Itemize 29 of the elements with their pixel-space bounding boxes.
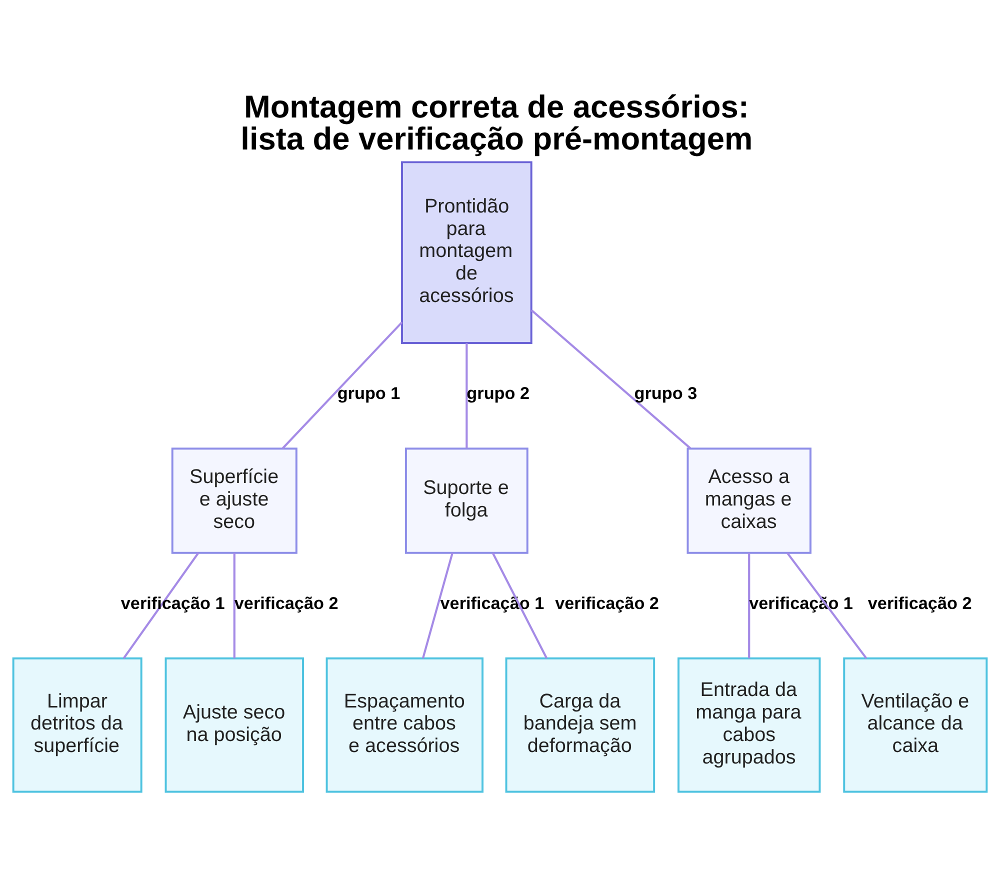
edge-label: grupo 1 — [337, 382, 400, 403]
node-box: Ajuste seco na posição — [164, 657, 304, 793]
edge-label: verificação 2 — [868, 592, 972, 613]
connector — [530, 309, 692, 450]
node-box: Entrada da manga para cabos agrupados — [678, 657, 821, 793]
edge-label: verificação 2 — [234, 592, 338, 613]
edge-label: verificação 1 — [749, 592, 853, 613]
edge-label: grupo 2 — [466, 382, 530, 403]
node-box: Carga da bandeja sem deformação — [505, 657, 656, 793]
node-box: Prontidão para montagem de acessórios — [401, 161, 532, 344]
node-box: Limpar detritos da superfície — [12, 657, 142, 793]
connector — [786, 552, 868, 660]
edge-label: verificação 2 — [555, 592, 659, 613]
node-box: Espaçamento entre cabos e acessórios — [326, 657, 484, 793]
connector — [422, 552, 454, 659]
node-box: Suporte e folga — [404, 448, 528, 554]
edge-label: verificação 1 — [120, 592, 225, 613]
connector — [492, 552, 548, 659]
diagram-title: Montagem correta de acessórios: lista de verificação pré-montagem — [240, 88, 753, 156]
connector — [282, 322, 403, 450]
edge-label: verificação 1 — [440, 592, 544, 613]
node-box: Superfície e ajuste seco — [171, 448, 298, 554]
connector — [233, 552, 236, 658]
connector — [748, 552, 750, 658]
node-box: Acesso a mangas e caixas — [686, 448, 812, 554]
connector — [122, 552, 200, 659]
connector — [466, 343, 468, 448]
edge-label: grupo 3 — [634, 382, 698, 403]
node-box: Ventilação e alcance da caixa — [843, 657, 988, 793]
